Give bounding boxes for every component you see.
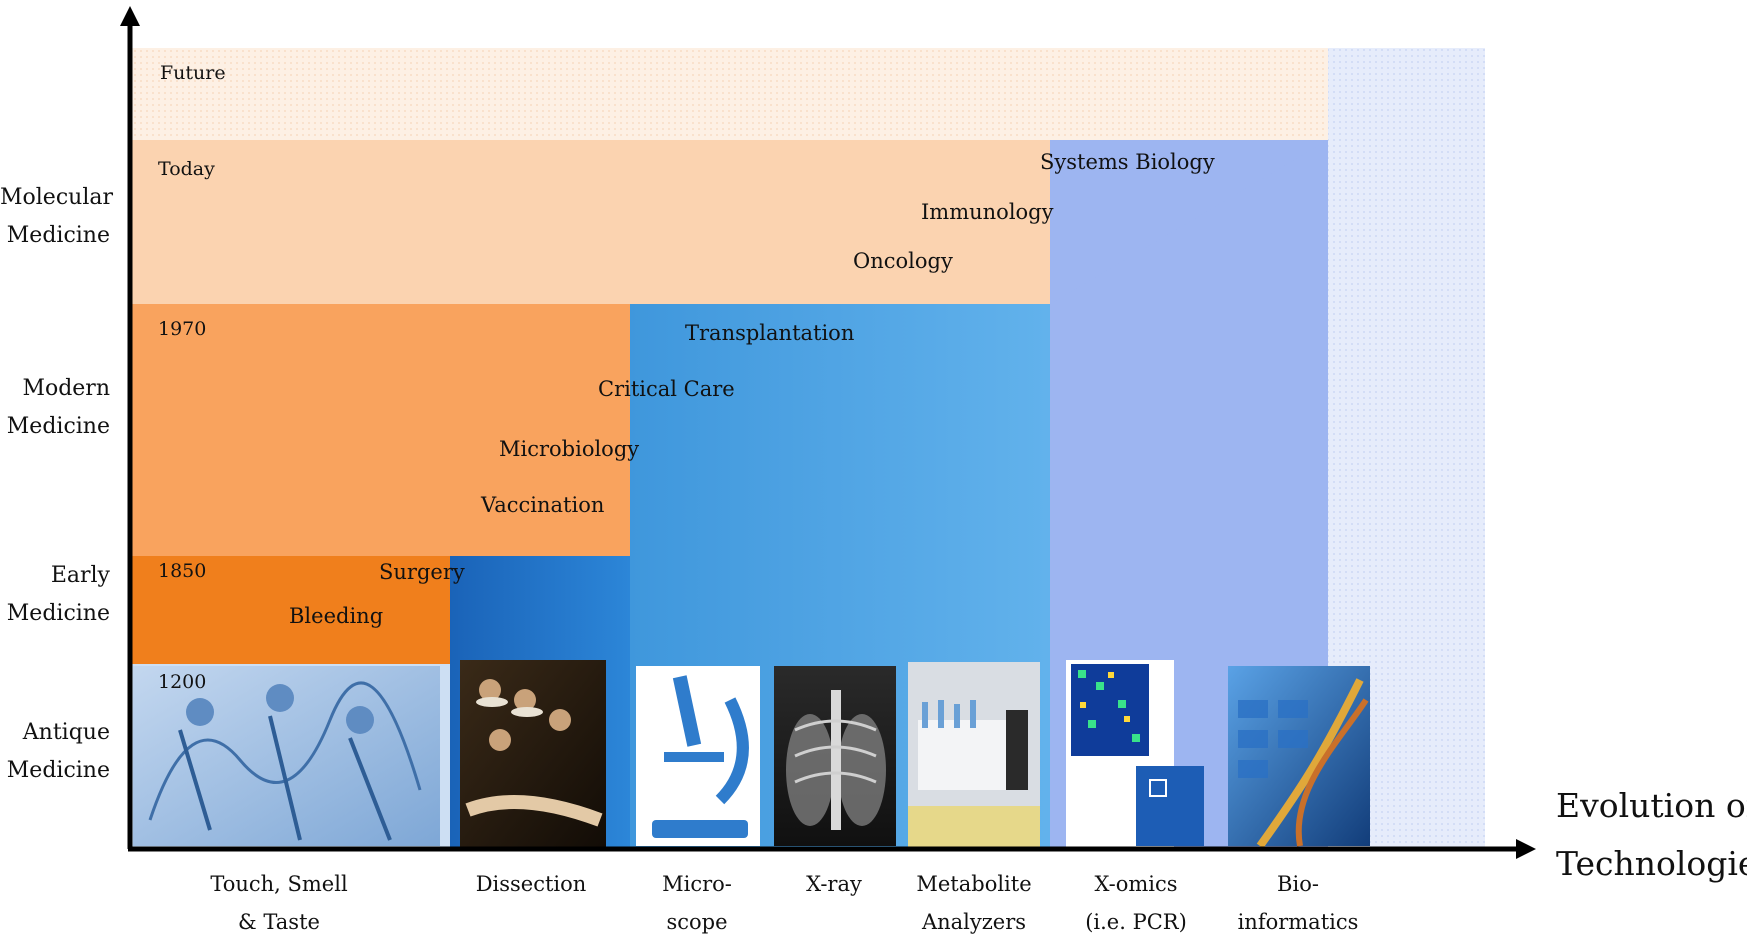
tech-label-microscope: Micro- scope: [622, 865, 772, 941]
tech-label-line2: & Taste: [238, 910, 320, 934]
era-label-early: Early Medicine: [0, 557, 110, 633]
upper-wedge-fill: [1328, 48, 1485, 140]
chest-xray-image: [774, 666, 896, 846]
discipline-label-surgery: Surgery: [379, 560, 465, 584]
today-wedge: [1050, 140, 1328, 304]
year-label-1850: 1850: [158, 560, 207, 582]
year-label-1970: 1970: [158, 318, 207, 340]
tech-label-line1: X-omics: [1094, 872, 1178, 896]
future-band: [130, 48, 1485, 140]
early-wedge: [450, 556, 630, 664]
x-axis-title: Evolution of Technologies: [1556, 777, 1747, 893]
x-axis-arrowhead: [1516, 839, 1536, 859]
era-label-line1: Antique: [22, 720, 110, 745]
tech-label-line1: Micro-: [662, 872, 732, 896]
era-label-molecular: Molecular Medicine: [0, 179, 113, 255]
lab-analyzer-image: [908, 662, 1040, 848]
x-axis-title-line2: Technologies: [1556, 844, 1747, 883]
discipline-label-transplantation: Transplantation: [685, 321, 855, 345]
discipline-label-immunology: Immunology: [921, 200, 1054, 224]
engraving-image: [133, 666, 440, 846]
discipline-label-microbiology: Microbiology: [499, 437, 640, 461]
tech-label-line1: Metabolite: [916, 872, 1032, 896]
era-label-line1: Early: [50, 563, 110, 588]
tech-label-metabolite: Metabolite Analyzers: [899, 865, 1049, 941]
tech-label-line2: informatics: [1237, 910, 1359, 934]
era-label-line1: Modern: [22, 376, 110, 401]
tech-label-line1: Touch, Smell: [210, 872, 348, 896]
year-label-today: Today: [158, 158, 215, 180]
era-label-modern: Modern Medicine: [0, 370, 110, 446]
modern-wedge: [630, 304, 1050, 556]
year-label-1200: 1200: [158, 671, 207, 693]
year-label-future: Future: [160, 62, 226, 84]
discipline-label-bleeding: Bleeding: [289, 604, 384, 628]
tech-label-line2: (i.e. PCR): [1085, 910, 1187, 934]
tech-label-xomics: X-omics (i.e. PCR): [1061, 865, 1211, 941]
era-label-line2: Medicine: [6, 601, 110, 626]
microarray-image: [1066, 660, 1204, 848]
era-label-line1: Molecular: [0, 185, 113, 210]
era-label-line2: Medicine: [6, 758, 110, 783]
x-axis-title-line1: Evolution of: [1556, 786, 1747, 825]
era-label-line2: Medicine: [6, 414, 110, 439]
tech-label-bioinformatics: Bio- informatics: [1223, 865, 1373, 941]
tech-label-line1: Dissection: [475, 872, 587, 896]
tech-label-line2: Analyzers: [921, 910, 1027, 934]
tech-label-xray: X-ray: [759, 865, 909, 903]
tech-label-line1: X-ray: [806, 872, 862, 896]
tech-label-line1: Bio-: [1277, 872, 1319, 896]
discipline-label-critical-care: Critical Care: [598, 377, 735, 401]
discipline-label-oncology: Oncology: [853, 249, 953, 273]
tech-label-touch: Touch, Smell & Taste: [204, 865, 354, 941]
discipline-label-systems-biology: Systems Biology: [1040, 150, 1215, 174]
tech-label-line2: scope: [666, 910, 728, 934]
era-label-line2: Medicine: [6, 223, 110, 248]
y-axis-arrowhead: [120, 6, 140, 26]
discipline-label-vaccination: Vaccination: [481, 493, 605, 517]
dna-keyboard-image: [1228, 666, 1370, 849]
era-label-antique: Antique Medicine: [0, 714, 110, 790]
anatomy-lesson-painting-image: [460, 660, 606, 848]
tech-label-dissection: Dissection: [456, 865, 606, 903]
microscope-image: [636, 666, 760, 846]
